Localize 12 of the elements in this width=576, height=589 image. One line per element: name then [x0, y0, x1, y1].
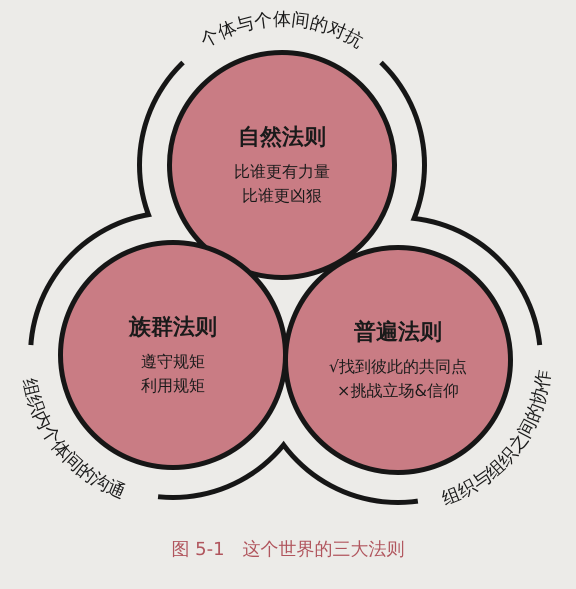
circle-text: ×挑战立场&信仰	[337, 380, 459, 402]
circle-text: 利用规矩	[141, 375, 205, 397]
arc-label: 个体与个体间的对抗	[197, 9, 367, 52]
figure-caption: 图 5-1 这个世界的三大法则	[171, 539, 405, 560]
circle-title: 族群法则	[129, 314, 217, 342]
circle-text: 比谁更凶狠	[242, 185, 322, 207]
circle-text: 比谁更有力量	[234, 161, 330, 183]
circle-title: 自然法则	[238, 124, 326, 152]
arc-label: 组织内个体间的沟通	[18, 376, 128, 504]
circle-text: √找到彼此的共同点	[328, 356, 468, 378]
circle-title: 普遍法则	[354, 318, 442, 347]
circle-text: 遵守规矩	[141, 351, 205, 373]
